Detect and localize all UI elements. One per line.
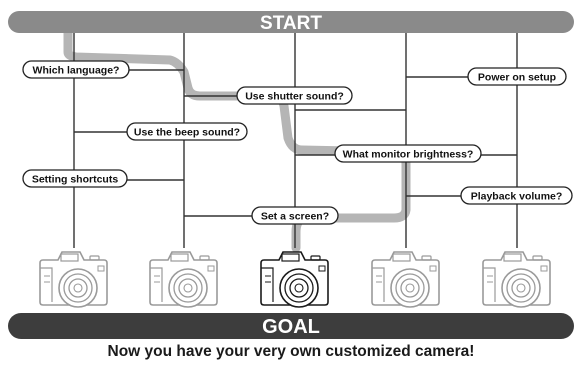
highlighted-path [63, 27, 411, 253]
camera-icon-highlighted [260, 251, 329, 308]
question-text: Use shutter sound? [245, 91, 344, 103]
start-banner: START [8, 11, 574, 34]
question-text: Power on setup [478, 72, 556, 84]
question-text: Playback volume? [471, 191, 563, 203]
question-use-shutter-sound: Use shutter sound? [236, 86, 353, 105]
question-which-language: Which language? [22, 60, 130, 79]
camera-icon [482, 251, 551, 308]
question-text: Set a screen? [261, 211, 329, 223]
question-setting-shortcuts: Setting shortcuts [22, 169, 128, 188]
question-text: Setting shortcuts [32, 174, 118, 186]
start-label: START [260, 13, 322, 34]
goal-label: GOAL [262, 316, 320, 338]
question-text: Use the beep sound? [134, 127, 240, 139]
camera-icon [149, 251, 218, 308]
question-use-the-beep-sound: Use the beep sound? [126, 122, 248, 141]
question-text: What monitor brightness? [343, 149, 474, 161]
camera-icon [39, 251, 108, 308]
question-text: Which language? [33, 65, 120, 77]
question-set-a-screen: Set a screen? [251, 206, 339, 225]
caption: Now you have your very own customized ca… [107, 343, 475, 360]
question-playback-volume: Playback volume? [460, 186, 573, 205]
goal-banner: GOAL [8, 313, 574, 339]
question-power-on-setup: Power on setup [467, 67, 567, 86]
question-what-monitor-brightness: What monitor brightness? [334, 144, 482, 163]
camera-icon [371, 251, 440, 308]
